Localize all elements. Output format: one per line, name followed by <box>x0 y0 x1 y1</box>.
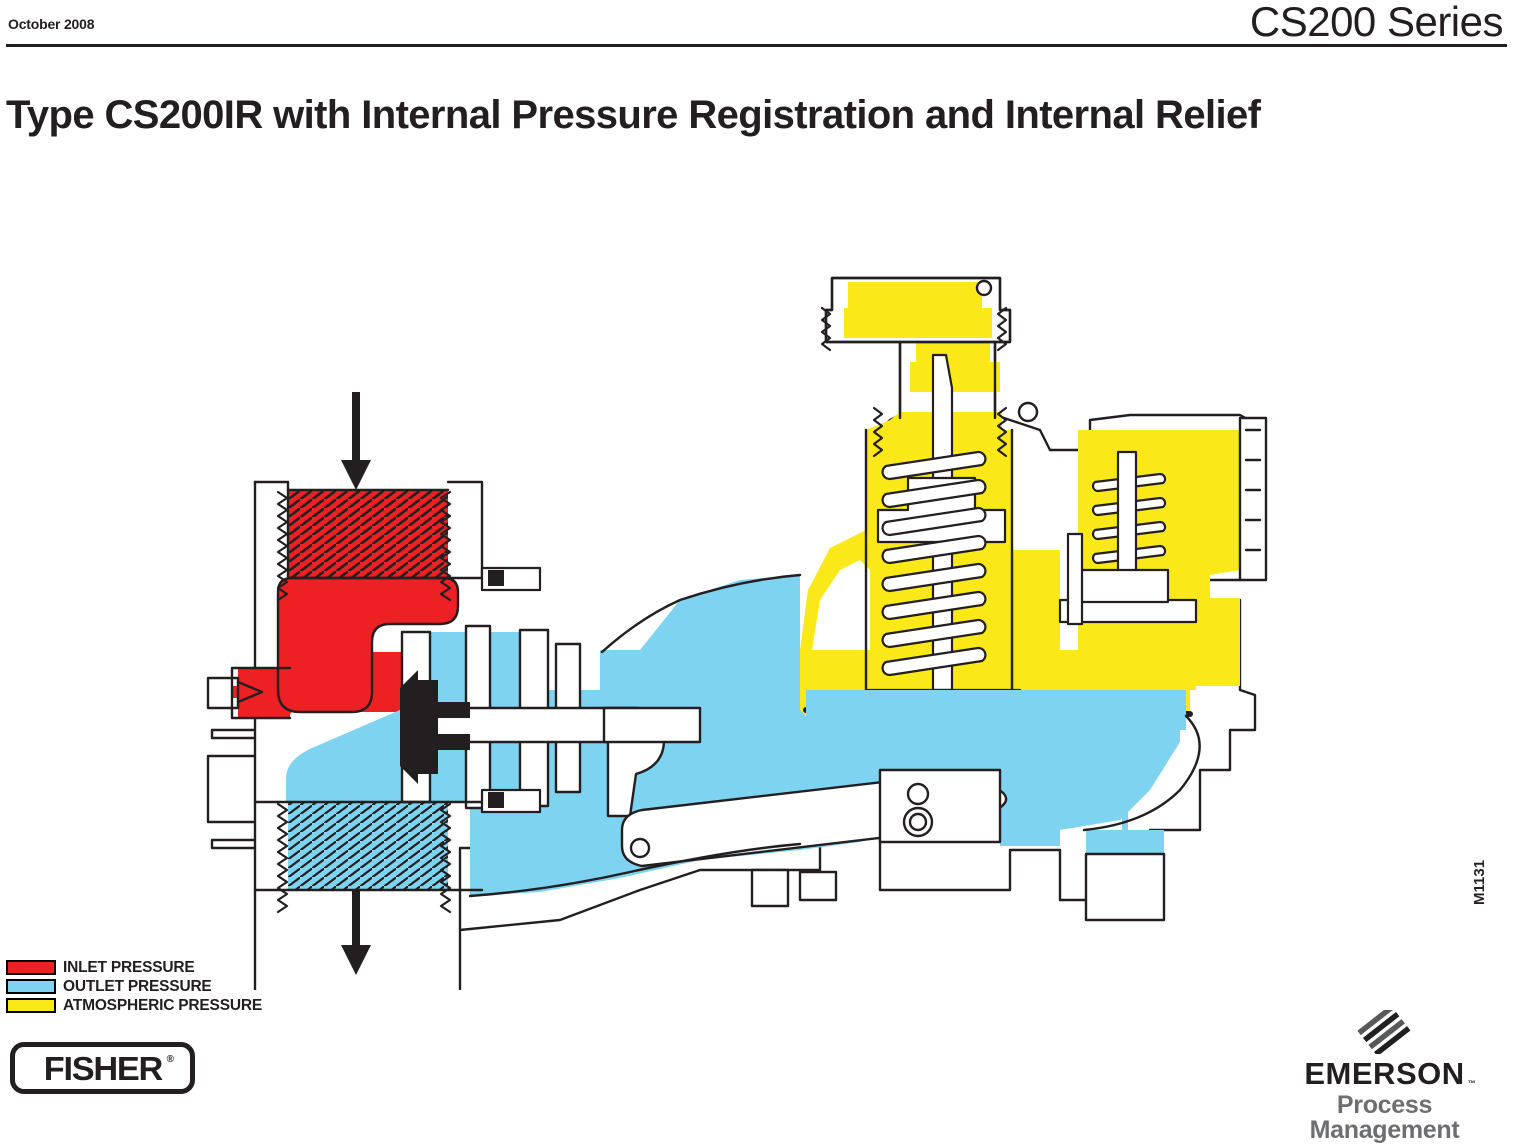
regulator-cutaway-figure <box>0 130 1400 990</box>
document-series-title: CS200 Series <box>1249 0 1504 45</box>
emerson-mark-icon <box>1262 1010 1507 1054</box>
header-divider-rule <box>6 44 1507 47</box>
legend-item-inlet-pressure: INLET PRESSURE <box>6 958 262 977</box>
emerson-wordmark: EMERSON ™ <box>1304 1056 1475 1091</box>
inlet-flow-arrow <box>341 392 371 490</box>
legend-swatch-outlet-pressure <box>6 979 56 994</box>
emerson-wordmark-text: EMERSON <box>1304 1056 1465 1091</box>
legend-swatch-atmospheric-pressure <box>6 998 56 1013</box>
emerson-tagline: Process Management <box>1309 1091 1460 1144</box>
pressure-legend: INLET PRESSURE OUTLET PRESSURE ATMOSPHER… <box>6 958 262 1015</box>
legend-label-atmospheric-pressure: ATMOSPHERIC PRESSURE <box>63 996 262 1014</box>
outlet-flow-arrow <box>341 877 371 975</box>
drawing-number: M1131 <box>1471 859 1488 905</box>
registered-trademark-icon: ® <box>166 1054 174 1065</box>
legend-swatch-inlet-pressure <box>6 960 56 975</box>
page-title: Type CS200IR with Internal Pressure Regi… <box>6 92 1261 137</box>
legend-label-inlet-pressure: INLET PRESSURE <box>63 958 195 976</box>
fisher-wordmark: FISHER <box>43 1049 163 1087</box>
fisher-logo: FISHER ® <box>10 1042 195 1094</box>
trademark-icon: ™ <box>1467 1079 1476 1088</box>
legend-label-outlet-pressure: OUTLET PRESSURE <box>63 977 212 995</box>
emerson-logo: EMERSON ™ Process Management <box>1262 1010 1507 1143</box>
legend-item-outlet-pressure: OUTLET PRESSURE <box>6 977 262 996</box>
document-date: October 2008 <box>8 16 95 32</box>
legend-item-atmospheric-pressure: ATMOSPHERIC PRESSURE <box>6 996 262 1015</box>
main-spring <box>881 450 987 677</box>
